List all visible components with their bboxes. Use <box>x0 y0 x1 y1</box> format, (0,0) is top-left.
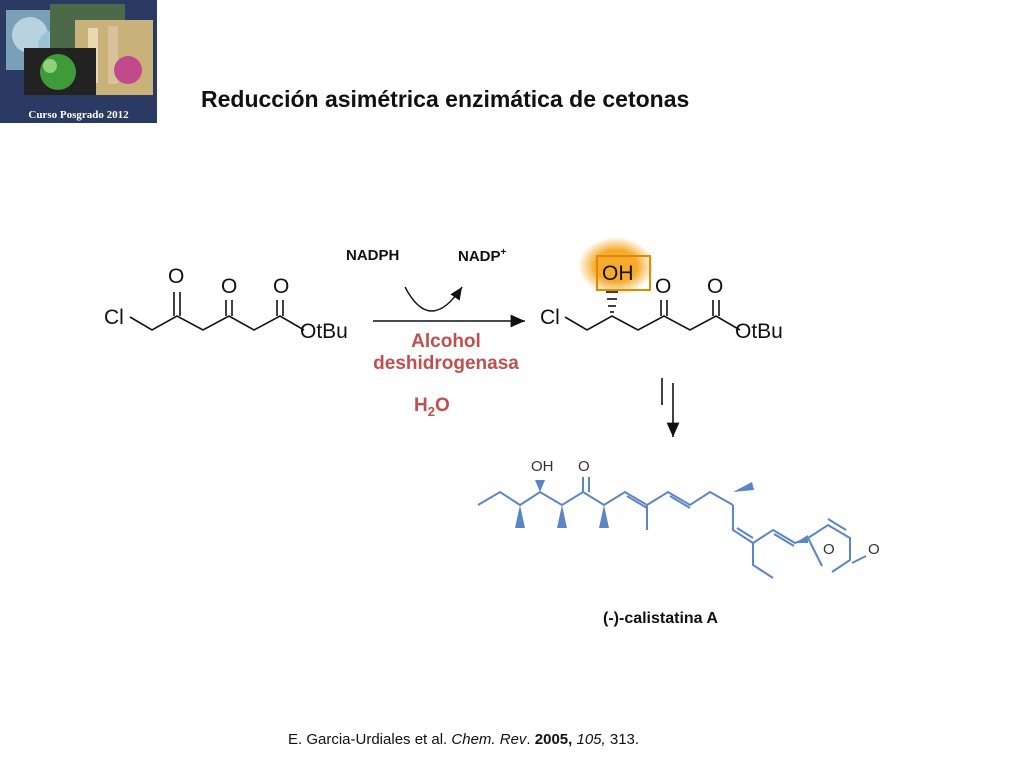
citation: E. Garcia-Urdiales et al. Chem. Rev. 200… <box>288 731 640 748</box>
calistatin-ring-o-label: O <box>823 541 835 558</box>
slide-title: Reducción asimétrica enzimática de ceton… <box>201 86 690 112</box>
product-o2-label: O <box>655 275 672 298</box>
substrate-o2-label: O <box>221 275 238 298</box>
cofactor-nadph: NADPH <box>346 247 400 264</box>
product-o3-label: O <box>707 275 724 298</box>
calistatin-ketone-o-label: O <box>578 458 590 475</box>
logo-collage-image <box>0 0 157 123</box>
substrate-bonds <box>129 292 305 331</box>
solvent-water: H2O <box>414 395 450 419</box>
oh-highlight-box <box>596 255 651 291</box>
logo-caption: Curso Posgrado 2012 <box>28 109 129 121</box>
calistatin-wedges <box>515 480 808 543</box>
calistatin-structure <box>477 477 867 579</box>
product-bonds <box>564 291 741 331</box>
substrate-o3-label: O <box>273 275 290 298</box>
enzyme-name: Alcohol deshidrogenasa <box>373 331 519 374</box>
cofactor-nadp: NADP+ <box>458 247 507 265</box>
substrate-cl-label: Cl <box>104 306 124 329</box>
calistatin-oh-label: OH <box>531 458 554 475</box>
course-logo: Curso Posgrado 2012 <box>0 0 157 123</box>
target-name: (-)-calistatina A <box>603 610 718 627</box>
substrate-otbu-label: OtBu <box>300 320 348 343</box>
substrate-o1-label: O <box>168 265 185 288</box>
product-cl-label: Cl <box>540 306 560 329</box>
calistatin-lactone-o-label: O <box>868 541 880 558</box>
product-otbu-label: OtBu <box>735 320 783 343</box>
product-oh-label: OH <box>602 262 634 285</box>
cofactor-curved-arrow <box>404 286 463 312</box>
